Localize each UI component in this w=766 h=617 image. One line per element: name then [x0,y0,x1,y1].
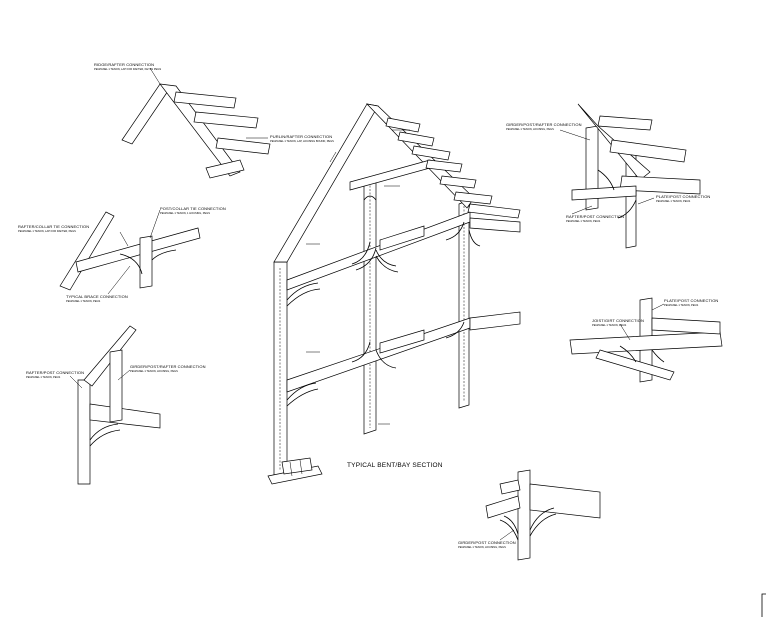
note-ridge-rafter: PEGPANEL 1 TENON, LAP FOR RAFTER, KEY/IN… [94,67,161,71]
note-post-collar: PEGPANEL 1 TENON, 1 HOUSING, PEGS [160,211,210,215]
detail-rafter-collar: RAFTER/COLLAR TIE CONNECTION PEGPANEL 1 … [18,206,226,303]
detail-girder-rafter-right: GIRDER/POST/RAFTER CONNECTION PEGPANEL 1… [506,103,710,249]
label-plate-post-right: PLATE/POST CONNECTION [664,298,718,303]
note-plate-post-right: PEGPANEL 1 TENON, PEGS [664,303,699,307]
label-joist-girt: JOIST/GIRT CONNECTION [592,318,644,323]
label-ridge-rafter: RIDGE/RAFTER CONNECTION [94,62,154,67]
note-typical-brace: PEGPANEL 1 TENON, PEGS [66,299,101,303]
main-title: TYPICAL BENT/BAY SECTION [347,462,443,469]
note-rafter-collar: PEGPANEL 1 TENON, LAP FOR RAFTER, PEGS [18,229,76,233]
note-plate-post: PEGPANEL 1 TENON, PEGS [656,199,691,203]
label-purlin-rafter: PURLIN/RAFTER CONNECTION [270,134,332,139]
detail-ridge-rafter: RIDGE/RAFTER CONNECTION PEGPANEL 1 TENON… [94,62,334,179]
sheet-corner-mark [761,593,766,617]
detail-rafter-post: RAFTER/POST CONNECTION PEGPANEL 1 TENON,… [26,325,206,485]
label-post-collar: POST/COLLAR TIE CONNECTION [160,206,226,211]
detail-girder-post-bottom: GIRDER/POST CONNECTION PEGPANEL 1 TENON,… [458,469,601,561]
note-girder-rafter: PEGPANEL 1 TENON, HOUSING, PEGS [130,369,178,373]
label-rafter-post: RAFTER/POST CONNECTION [26,370,84,375]
note-girder-post-bottom: PEGPANEL 1 TENON, HOUSING, PEGS [458,545,506,549]
note-rafter-post: PEGPANEL 1 TENON, PEGS [26,375,61,379]
label-rafter-collar: RAFTER/COLLAR TIE CONNECTION [18,224,89,229]
label-typical-brace: TYPICAL BRACE CONNECTION [66,294,128,299]
label-girder-rafter: GIRDER/POST/RAFTER CONNECTION [130,364,206,369]
label-girder-post-bottom: GIRDER/POST CONNECTION [458,540,516,545]
label-plate-post: PLATE/POST CONNECTION [656,194,710,199]
note-joist-girt: PEGPANEL 1 TENON, PEGS [592,323,627,327]
note-purlin-rafter: PEGPANEL 1 TENON, LAP, HOUSING BOUND, PE… [270,139,334,143]
detail-joist-girt: JOIST/GIRT CONNECTION PEGPANEL 1 TENON, … [569,297,723,383]
note-girder-rafter-right: PEGPANEL 1 TENON, HOUSING, PEGS [506,127,554,131]
note-rafter-post-right: PEGPANEL 1 TENON, PEGS [566,219,601,223]
label-rafter-post-right: RAFTER/POST CONNECTION [566,214,624,219]
label-girder-rafter-right: GIRDER/POST/RAFTER CONNECTION [506,122,582,127]
central-bent-frame [267,103,521,485]
